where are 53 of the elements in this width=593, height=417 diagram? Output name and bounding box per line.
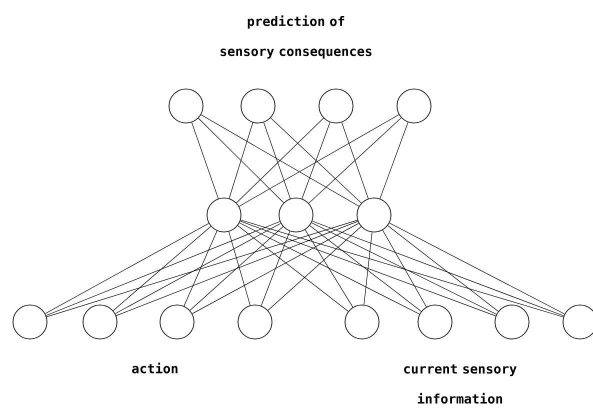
connection-line [239, 222, 420, 314]
connection-line [382, 230, 427, 308]
connection-line [228, 122, 254, 199]
connection-line [380, 122, 408, 199]
neuron-circle [206, 198, 242, 232]
connection-line [114, 223, 282, 314]
neuron-circle [418, 304, 452, 340]
connection-line [191, 122, 219, 199]
connection-line [308, 118, 402, 204]
connection-line [341, 122, 369, 199]
layer-label: prediction of sensory consequences [220, 15, 372, 59]
connection-line [311, 222, 497, 315]
connection-line [312, 220, 564, 316]
connection-line [190, 226, 284, 311]
connection-line [364, 232, 372, 305]
neuron-circle [494, 304, 530, 340]
connection-line [228, 231, 250, 306]
connection-line [238, 114, 400, 207]
neuron-circle [82, 304, 118, 340]
connection-line [112, 226, 212, 311]
connection-line [46, 221, 280, 316]
connection-line [46, 220, 358, 318]
neuron-circle [12, 304, 48, 340]
connection-line [198, 118, 284, 204]
connection-line [240, 220, 564, 318]
connection-line [263, 122, 291, 199]
neuron-circle [238, 304, 272, 340]
neuron-circle [356, 198, 392, 232]
layer-label: current sensory information [404, 364, 517, 404]
connection-line [387, 225, 499, 312]
connection-line [268, 226, 362, 311]
connection-line [270, 118, 362, 204]
neuron-circle [240, 88, 276, 124]
neuron-circle [160, 304, 194, 340]
layer-label: action [132, 362, 178, 374]
neuron-circle [168, 88, 204, 124]
connection-line [200, 114, 360, 207]
connection-line [236, 118, 324, 204]
neuron-circle [396, 88, 432, 124]
connection-line [389, 222, 565, 314]
connection-line [240, 220, 496, 316]
connection-line [304, 230, 354, 308]
connection-line [44, 223, 210, 314]
neuron-circle [278, 198, 314, 232]
connection-line [260, 230, 290, 306]
connection-line [184, 230, 218, 306]
connection-line [302, 122, 330, 199]
connection-line [237, 225, 349, 312]
connection-line [116, 221, 358, 316]
connection-line [310, 225, 422, 312]
neuron-circle [318, 88, 354, 124]
neuron-circle [344, 304, 380, 340]
connection-line [192, 223, 360, 314]
